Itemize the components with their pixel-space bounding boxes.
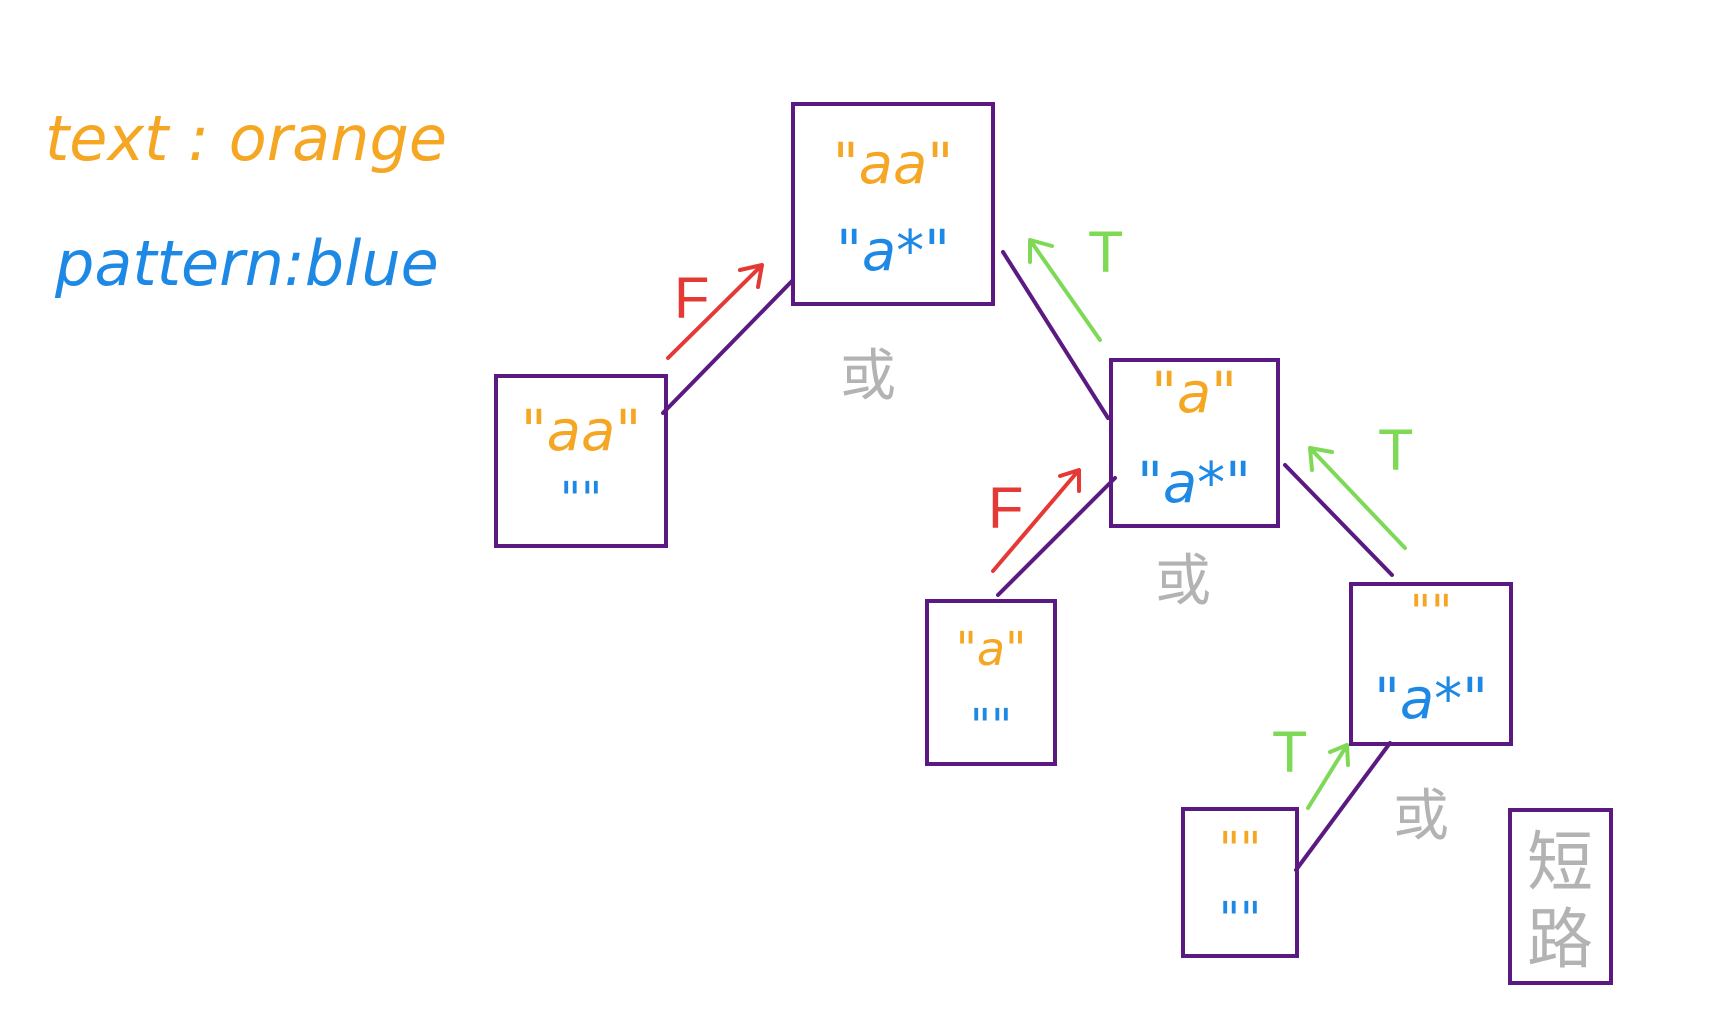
- edge-root-mid: [1001, 250, 1110, 420]
- edge-label-t-right2-leaf: T: [1272, 720, 1307, 785]
- node-right2-box: [1349, 582, 1513, 746]
- edge-label-t-root-mid: T: [1088, 220, 1123, 285]
- node-mid: "a" "a*": [1109, 358, 1280, 528]
- node-mid-box: [1109, 358, 1280, 528]
- legend-text-line: text : orange: [45, 102, 447, 175]
- edge-label-f-root-left: F: [674, 266, 709, 331]
- node-leaf-box: [1181, 807, 1299, 958]
- or-label-1: 或: [840, 344, 896, 409]
- edge-label-t-mid-right2: T: [1378, 418, 1413, 483]
- node-root-box: [791, 102, 995, 306]
- node-left2-box: [925, 599, 1057, 766]
- or-label-2: 或: [1155, 549, 1211, 614]
- arrow-t-leaf-right2: [1306, 743, 1350, 810]
- legend-pattern-line: pattern:blue: [54, 227, 439, 300]
- node-left1-text: "aa": [521, 399, 641, 464]
- edge-right2-leaf: [1294, 741, 1392, 872]
- edge-mid-right2: [1283, 463, 1394, 577]
- arrow-t-mid-root: [1028, 238, 1102, 342]
- node-left2: "a" "": [925, 599, 1057, 766]
- node-root-text: "aa": [833, 132, 953, 197]
- node-leaf-pattern: "": [1219, 892, 1261, 946]
- node-right2-text: "": [1410, 585, 1452, 639]
- node-left1: "aa" "": [494, 374, 668, 548]
- edge-mid-left2: [996, 476, 1117, 597]
- node-right2-pattern: "a*": [1374, 667, 1488, 732]
- short-circuit-box: [1508, 808, 1613, 985]
- node-mid-pattern: "a*": [1137, 451, 1251, 516]
- node-leaf: "" "": [1181, 807, 1299, 958]
- node-root: "aa" "a*": [791, 102, 995, 306]
- or-label-3: 或: [1393, 784, 1449, 849]
- tree-edges: [661, 250, 1394, 872]
- short-circuit-note: 短 路: [1508, 808, 1613, 985]
- node-leaf-text: "": [1219, 822, 1261, 876]
- arrow-f-root-left: [666, 263, 764, 360]
- node-left1-box: [494, 374, 668, 548]
- short-circuit-line2: 路: [1527, 901, 1593, 978]
- node-left2-pattern: "": [970, 699, 1012, 753]
- true-arrows: [1028, 238, 1407, 810]
- edge-root-left: [661, 278, 795, 415]
- node-left2-text: "a": [956, 622, 1027, 676]
- false-arrows: [666, 263, 1081, 573]
- node-mid-text: "a": [1151, 361, 1237, 426]
- short-circuit-line1: 短: [1527, 824, 1593, 901]
- node-right2: "" "a*": [1349, 582, 1513, 746]
- node-root-pattern: "a*": [836, 219, 950, 284]
- arrow-t-right2-mid: [1308, 446, 1407, 550]
- arrow-f-mid-left2: [991, 468, 1081, 573]
- node-left1-pattern: "": [560, 472, 602, 526]
- edge-label-f-mid-left2: F: [988, 476, 1023, 541]
